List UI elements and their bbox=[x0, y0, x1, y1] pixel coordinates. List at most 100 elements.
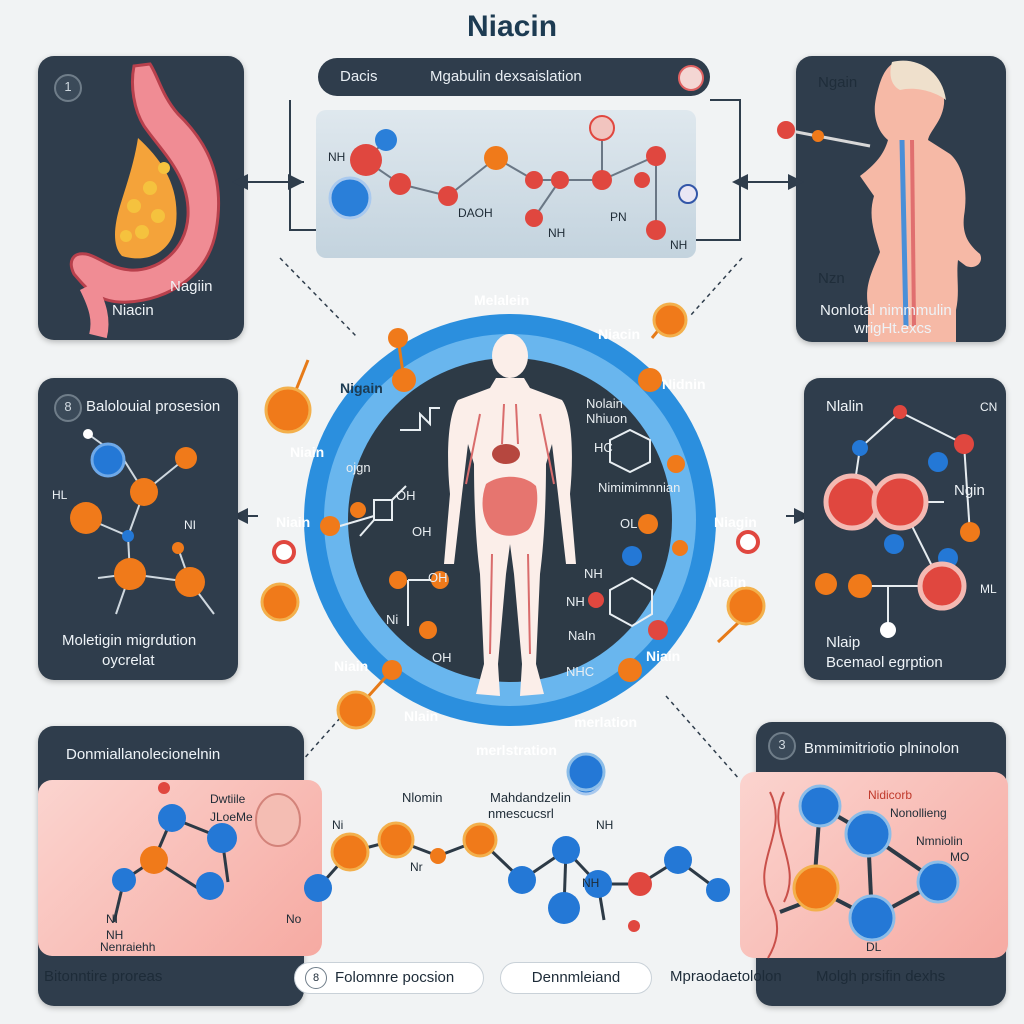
bottom-center-pill: Dennmleiand bbox=[500, 962, 652, 994]
pill-status-icon bbox=[678, 65, 704, 91]
ring-right-label-1: Niacin bbox=[598, 326, 641, 342]
bl-label-4: NH bbox=[106, 928, 124, 942]
bl-label-5: Nenraiehh bbox=[100, 940, 156, 954]
top-center-pill: Dacis Mgabulin dexsaislation bbox=[318, 58, 710, 96]
br-label-1: Nidicorb bbox=[868, 788, 913, 802]
stomach-panel: 1 Nagiin Niacin bbox=[38, 56, 244, 340]
inner-left-1: ojgn bbox=[346, 460, 371, 475]
body-label-mid: Nzn bbox=[818, 270, 845, 287]
bottom-right-caption-2: Molgh prsifin dexhs bbox=[816, 968, 946, 985]
ring-bottom-label: merlstration bbox=[476, 742, 557, 758]
ring-left-label-5: Nlain bbox=[404, 708, 439, 724]
chain-mark-4: NH bbox=[582, 876, 600, 890]
mark-5: NH bbox=[670, 238, 688, 252]
ring-right-label-3: Niagin bbox=[714, 514, 757, 530]
chain-label-2: Mahdandzelin bbox=[490, 790, 571, 805]
bottom-left-molecule bbox=[112, 782, 301, 923]
bio-process-panel: 8 Balolouial prosesion NI HL Moletigin m… bbox=[38, 378, 238, 680]
inner-right-4: OL bbox=[620, 516, 638, 531]
absorption-mark-2: ML bbox=[980, 582, 997, 596]
ring-right-label-2: Nidnin bbox=[662, 376, 706, 392]
bottom-right-caption-1: Mpraodaetololon bbox=[670, 968, 782, 985]
inner-right-1: Nolain Nhiuon bbox=[586, 396, 628, 426]
inner-right-2: Nimimimnnian bbox=[598, 480, 681, 495]
top-molecule-box: DAOH NH PN NH NH bbox=[316, 110, 698, 258]
mark-4: NH bbox=[548, 226, 566, 240]
mark-2: NH bbox=[328, 150, 346, 164]
pill-right-text: Mgabulin dexsaislation bbox=[430, 68, 582, 85]
stomach-label-a: Nagiin bbox=[170, 278, 213, 295]
chain-label-3: nmescucsrl bbox=[488, 806, 554, 821]
body-label-top: Ngain bbox=[818, 74, 858, 91]
bottom-pill-text: Folomnre pocsion bbox=[335, 969, 455, 986]
right-molecule-diagram bbox=[815, 405, 980, 638]
bl-label-6: No bbox=[286, 912, 302, 926]
bio-caption-2: oycrelat bbox=[102, 652, 155, 669]
step-badge: 1 bbox=[54, 74, 82, 102]
ring-left-label-1: Nigain bbox=[340, 380, 383, 396]
stomach-icon bbox=[69, 62, 221, 339]
inner-left-6: OH bbox=[432, 650, 452, 665]
inner-left-5: Ni bbox=[386, 612, 399, 627]
chain-label-1: Nlomin bbox=[402, 790, 443, 805]
bio-caption-1: Moletigin migrdution bbox=[62, 632, 197, 649]
ring-top-label: Melalein bbox=[474, 292, 530, 308]
inner-right-8: NaIn bbox=[568, 628, 596, 643]
inner-left-4: OH bbox=[428, 570, 448, 585]
inner-left-2: OH bbox=[396, 488, 416, 503]
bottom-right-pink-area: Nidicorb Nonollieng Nmniolin MO DL bbox=[740, 772, 1008, 959]
absorption-caption-1: Nlaip bbox=[826, 634, 861, 651]
absorption-caption-2: Bcemaol egrption bbox=[826, 654, 943, 671]
page-title: Niacin bbox=[466, 10, 558, 43]
left-molecule-diagram bbox=[70, 429, 215, 615]
inner-right-7: NHC bbox=[566, 664, 595, 679]
absorption-label-a: Nlalin bbox=[826, 398, 864, 415]
bottom-right-heading: Bmmimitriotio plninolon bbox=[804, 740, 960, 757]
step-badge-mid: 8 bbox=[54, 394, 82, 422]
absorption-panel: Nlalin Ngin CN ML Nlaip Bcemaol egrption bbox=[804, 378, 1006, 680]
bottom-left-heading: Donmiallanolecionelnin bbox=[66, 746, 221, 763]
top-molecule-diagram bbox=[328, 115, 698, 240]
bottom-pill-badge: 8 bbox=[305, 967, 327, 989]
inner-right-5: NH bbox=[584, 566, 603, 581]
ring-right-label-5: Niain bbox=[646, 648, 681, 664]
bottom-process-pill: 8 Folomnre pocsion bbox=[294, 962, 484, 994]
absorption-label-b: Ngin bbox=[954, 482, 985, 499]
body-panel: Ngain Nzn Nonlotal nimmmulin wrigHt.excs bbox=[777, 56, 1006, 343]
metabolism-ring bbox=[260, 302, 766, 796]
chain-mark-3: NH bbox=[596, 818, 614, 832]
bio-mark-2: HL bbox=[52, 488, 68, 502]
bl-label-1: Dwtiile bbox=[210, 792, 246, 806]
mark-3: PN bbox=[610, 210, 627, 224]
ring-left-label-3: Niain bbox=[276, 514, 311, 530]
ring-right-label-6: merlation bbox=[574, 714, 638, 730]
human-figure-icon bbox=[777, 60, 982, 343]
inner-left-3: OH bbox=[412, 524, 432, 539]
bio-mark-1: NI bbox=[184, 518, 196, 532]
inner-right-3: HC bbox=[594, 440, 613, 455]
absorption-mark-1: CN bbox=[980, 400, 998, 414]
ring-left-label-2: Niain bbox=[290, 444, 325, 460]
pill-left-text: Dacis bbox=[340, 68, 378, 85]
bottom-left-caption: Bitonntire proreas bbox=[44, 968, 163, 985]
bottom-right-molecule bbox=[763, 784, 960, 959]
chain-mark-1: Ni bbox=[332, 818, 344, 832]
stomach-label-b: Niacin bbox=[112, 302, 154, 319]
br-label-4: MO bbox=[950, 850, 970, 864]
bio-heading: Balolouial prosesion bbox=[86, 398, 221, 415]
br-label-2: Nonollieng bbox=[890, 806, 947, 820]
ring-left-label-4: Niain bbox=[334, 658, 369, 674]
ring-right-label-4: Niaiin bbox=[708, 574, 747, 590]
br-label-3: Nmniolin bbox=[916, 834, 963, 848]
chain-mark-2: Nr bbox=[410, 860, 423, 874]
step-badge-bottom: 3 bbox=[768, 732, 796, 760]
mark-1: DAOH bbox=[458, 206, 493, 220]
bl-label-3: NI bbox=[106, 912, 118, 926]
body-caption-2: wrigHt.excs bbox=[854, 320, 932, 337]
bottom-left-pink-area: Dwtiile JLoeMe NI NH Nenraiehh No bbox=[38, 780, 322, 956]
body-caption-1: Nonlotal nimmmulin bbox=[820, 302, 952, 319]
bl-label-2: JLoeMe bbox=[210, 810, 253, 824]
inner-right-6: NH bbox=[566, 594, 585, 609]
bottom-chain-molecule bbox=[304, 752, 730, 932]
